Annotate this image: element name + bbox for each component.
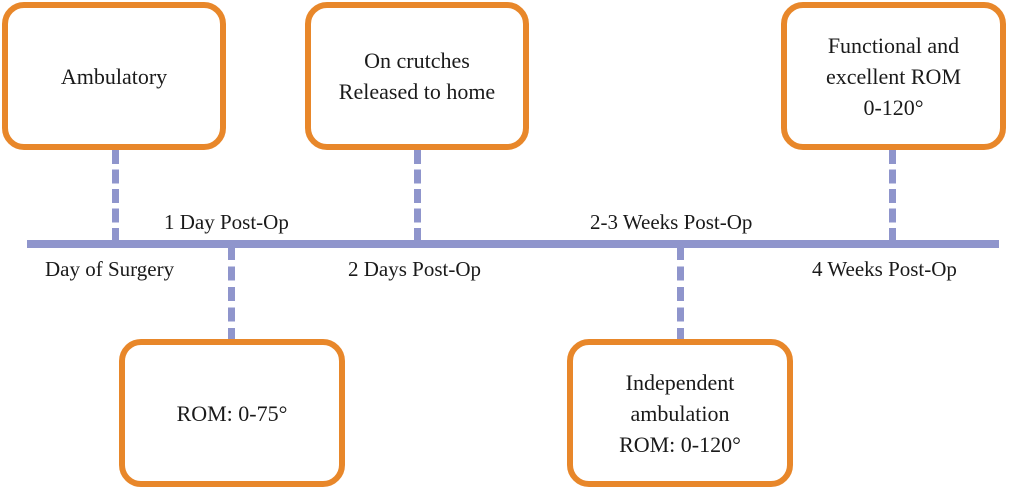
time-label-4-weeks-post-op: 4 Weeks Post-Op [812,257,957,281]
event-text: excellent ROM [825,63,962,89]
event-box-2-days-post-op: On crutches Released to home [305,2,529,150]
connector-2-days-post-op [414,150,421,242]
connector-day-of-surgery [112,150,119,242]
time-label-2-3-weeks-post-op: 2-3 Weeks Post-Op [590,210,753,234]
event-text: 0-120° [863,94,924,120]
connector-4-weeks-post-op [889,150,896,242]
connector-1-day-post-op [228,246,235,342]
event-box-1-day-post-op: ROM: 0-75° [119,339,345,487]
event-text: Independent [625,369,735,395]
timeline-axis [27,240,999,248]
event-text: Released to home [338,79,496,104]
event-text: ambulation [630,400,730,426]
event-text: Functional and [827,32,960,58]
event-box-4-weeks-post-op: Functional and excellent ROM 0-120° [781,2,1006,150]
time-label-1-day-post-op: 1 Day Post-Op [164,210,289,234]
event-text: ROM: 0-75° [176,400,288,426]
time-label-2-days-post-op: 2 Days Post-Op [348,257,482,281]
event-box-2-3-weeks-post-op: Independent ambulation ROM: 0-120° [567,339,793,487]
event-text: ROM: 0-120° [619,431,741,457]
connector-2-3-weeks-post-op [677,246,684,342]
event-text: Ambulatory [60,63,168,89]
event-text: On crutches [364,48,470,73]
event-box-day-of-surgery: Ambulatory [2,2,226,150]
time-label-day-of-surgery: Day of Surgery [45,257,175,281]
